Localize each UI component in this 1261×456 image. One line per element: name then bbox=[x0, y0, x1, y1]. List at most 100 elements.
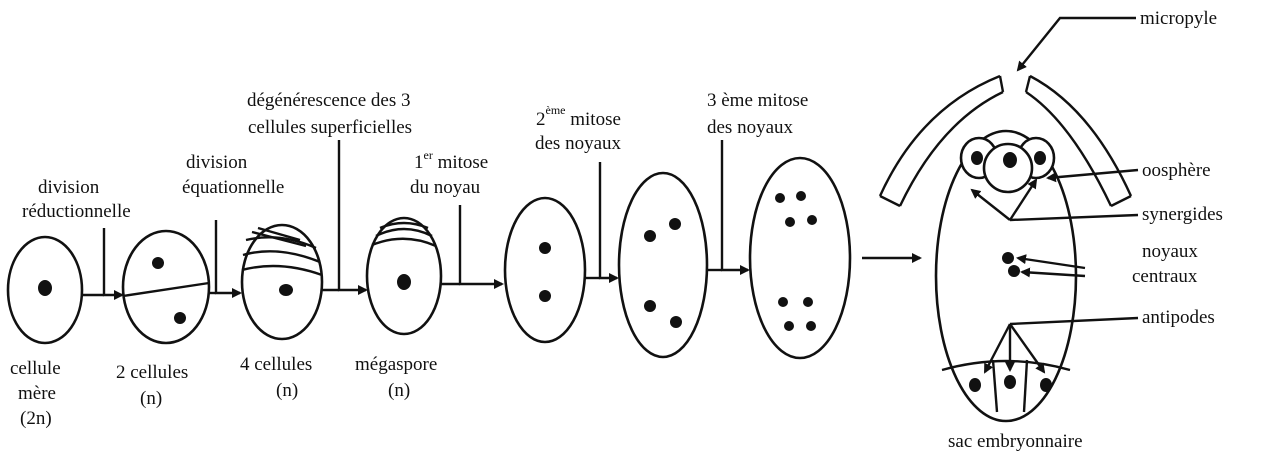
four-nuclei-n3 bbox=[644, 300, 656, 312]
four-nuclei-n1 bbox=[644, 230, 656, 242]
synergide-right-nucleus bbox=[1034, 151, 1046, 165]
arrow-mitose-3 bbox=[720, 140, 750, 275]
antipode-nucleus-2 bbox=[1004, 375, 1016, 389]
stage-megaspore bbox=[365, 216, 443, 336]
oosphere-cell bbox=[982, 142, 1034, 194]
sac-pointers bbox=[970, 16, 1139, 374]
four-cells-wall-3 bbox=[241, 264, 323, 277]
pointer-noyaux-a bbox=[1016, 254, 1086, 270]
eight-nuclei-n5 bbox=[778, 297, 788, 307]
label-mitose2-line1: 2ème mitose bbox=[536, 103, 621, 130]
stage-2-cellules bbox=[121, 229, 211, 345]
label-cellule-mere-3: (2n) bbox=[20, 408, 52, 429]
two-cells-nucleus-top bbox=[152, 257, 164, 269]
integument-right-cap bbox=[1110, 194, 1132, 208]
label-division-equationnelle-1: division bbox=[186, 152, 248, 173]
label-synergides: synergides bbox=[1142, 204, 1223, 225]
label-division-equationnelle-2: équationnelle bbox=[182, 177, 284, 198]
label-mitose2-sup: ème bbox=[546, 103, 566, 117]
four-cells-wall-2 bbox=[242, 250, 321, 264]
four-nuclei-n4 bbox=[670, 316, 682, 328]
two-nuclei-nucleus-bottom bbox=[539, 290, 551, 302]
arrow-division-equationnelle bbox=[214, 220, 242, 298]
pointer-oosphere bbox=[1046, 168, 1139, 183]
stage-4-cellules bbox=[240, 223, 324, 341]
label-mitose1-sup: er bbox=[424, 148, 433, 162]
label-2-cellules-1: 2 cellules bbox=[116, 362, 188, 383]
pointer-synergides-a bbox=[1009, 213, 1139, 222]
label-noyaux-centraux-1: noyaux bbox=[1142, 241, 1198, 262]
label-cellule-mere-1: cellule bbox=[10, 358, 61, 379]
synergide-left-nucleus bbox=[971, 151, 983, 165]
eight-nuclei-n8 bbox=[806, 321, 816, 331]
antipode-nucleus-1 bbox=[969, 378, 981, 392]
eight-nuclei-n6 bbox=[803, 297, 813, 307]
antipode-divider-left bbox=[991, 359, 999, 413]
label-sac-embryonnaire: sac embryonnaire bbox=[948, 431, 1083, 452]
four-cells-hatch-1 bbox=[251, 230, 307, 248]
stage-4-noyaux bbox=[617, 171, 709, 359]
label-mitose3-line1: 3 ème mitose bbox=[707, 90, 808, 111]
four-cells-outline bbox=[240, 223, 324, 341]
megaspore-degenerated-1 bbox=[375, 227, 433, 238]
eight-nuclei-n3 bbox=[785, 217, 795, 227]
eight-nuclei-n1 bbox=[775, 193, 785, 203]
arrow-mitose-1 bbox=[458, 205, 504, 289]
label-noyaux-centraux-2: centraux bbox=[1132, 266, 1198, 287]
four-cells-hatch-2 bbox=[257, 226, 301, 242]
label-mitose1-line1: 1er mitose bbox=[414, 148, 488, 173]
oosphere-nucleus bbox=[1003, 152, 1017, 168]
arrow-mitose-2 bbox=[598, 162, 619, 283]
eight-nuclei-cell bbox=[748, 156, 852, 360]
stage-sac-embryonnaire bbox=[878, 74, 1133, 423]
integument-left-outer bbox=[878, 74, 1001, 197]
eight-nuclei-n2 bbox=[796, 191, 806, 201]
antipodes-wall bbox=[941, 359, 1071, 372]
pointer-synergides-c bbox=[1008, 178, 1038, 221]
label-micropyle: micropyle bbox=[1140, 8, 1217, 29]
integument-left-cap bbox=[879, 194, 901, 208]
pointer-micropyle bbox=[1016, 16, 1136, 72]
stage-cellule-mere bbox=[6, 235, 84, 345]
pointer-antipodes-a bbox=[1009, 316, 1139, 326]
label-megaspore-2: (n) bbox=[388, 380, 410, 401]
megaspore-degenerated-2 bbox=[371, 237, 437, 248]
label-mitose1-num: 1 bbox=[414, 152, 424, 173]
four-cells-nucleus bbox=[279, 284, 293, 296]
pointer-antipodes-d bbox=[1009, 323, 1046, 374]
stage-arrows bbox=[82, 140, 922, 300]
pointer-antipodes-b bbox=[983, 323, 1012, 374]
label-megaspore-1: mégaspore bbox=[355, 354, 437, 375]
two-cells-outline bbox=[121, 229, 211, 345]
label-2-cellules-2: (n) bbox=[140, 388, 162, 409]
label-mitose3-line2: des noyaux bbox=[707, 117, 794, 138]
megaspore-nucleus bbox=[397, 274, 411, 290]
label-mitose2-rest: mitose bbox=[566, 109, 621, 130]
integument-left-top bbox=[998, 75, 1005, 93]
pointer-noyaux-b bbox=[1020, 267, 1086, 278]
integument-right-outer bbox=[1029, 74, 1133, 197]
label-cellule-mere-2: mère bbox=[18, 383, 56, 404]
label-mitose1-line2: du noyau bbox=[410, 177, 481, 198]
stage-8-noyaux bbox=[748, 156, 852, 360]
two-nuclei-nucleus-top bbox=[539, 242, 551, 254]
stage-2-noyaux bbox=[503, 196, 587, 344]
two-cells-division-wall bbox=[122, 281, 210, 298]
antipode-divider-right bbox=[1022, 359, 1029, 413]
arrow-division-reductionnelle bbox=[102, 228, 124, 300]
pointer-synergides-b bbox=[970, 188, 1011, 221]
label-4-cellules-1: 4 cellules bbox=[240, 354, 312, 375]
label-mitose1-rest: mitose bbox=[433, 152, 488, 173]
label-mitose2-line2: des noyaux bbox=[535, 133, 622, 154]
integument-right-top bbox=[1024, 75, 1032, 93]
four-cells-wall-1 bbox=[245, 236, 317, 250]
four-nuclei-n2 bbox=[669, 218, 681, 230]
eight-nuclei-n7 bbox=[784, 321, 794, 331]
label-oosphere: oosphère bbox=[1142, 160, 1211, 181]
polar-nucleus-2 bbox=[1008, 265, 1020, 277]
megaspore-degenerated-3 bbox=[379, 221, 429, 230]
label-degenerescence-2: cellules superficielles bbox=[248, 117, 412, 138]
eight-nuclei-n4 bbox=[807, 215, 817, 225]
integument-right-inner bbox=[1025, 91, 1113, 207]
